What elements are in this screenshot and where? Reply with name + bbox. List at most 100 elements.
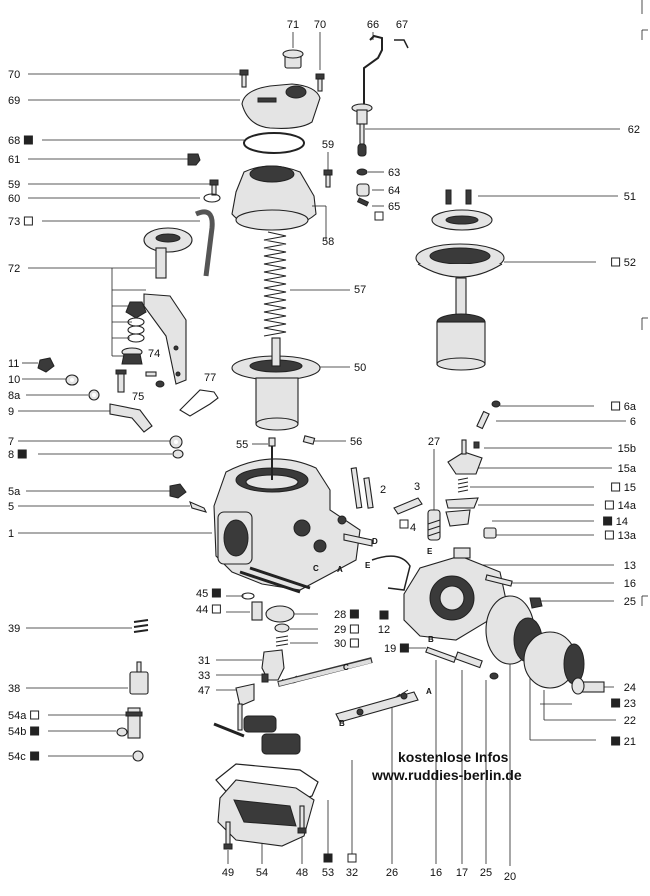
part-label-55: 55	[236, 439, 248, 451]
lever-3	[393, 497, 423, 515]
filled-square-marker	[17, 449, 27, 459]
part-label-69: 69	[8, 95, 20, 107]
throttle-housing-12	[403, 547, 507, 641]
part-label-45: 45	[196, 588, 208, 600]
leader-lines	[18, 32, 626, 757]
screws-48-49	[223, 805, 307, 850]
part-label-75: 75	[132, 391, 144, 403]
screw-59	[209, 169, 333, 196]
filled-square-marker	[379, 610, 389, 620]
washer-7	[169, 435, 183, 449]
fuel-pipe-32	[277, 657, 373, 687]
part-label-54a: 54a	[8, 710, 27, 722]
part-label-64: 64	[388, 185, 400, 197]
filled-square-marker	[30, 751, 40, 761]
part-label-22: 22	[624, 715, 636, 727]
part-label-38: 38	[8, 683, 20, 695]
screw-33	[261, 673, 269, 683]
part-label-5a: 5a	[8, 486, 21, 498]
part-label-56: 56	[350, 436, 362, 448]
part-label-49: 49	[222, 867, 234, 879]
diaphragm-unit-20	[485, 595, 585, 689]
part-label-47: 47	[198, 685, 210, 697]
part-label-12: 12	[378, 624, 390, 636]
part-label-8: 8	[8, 449, 14, 461]
part-13a	[483, 527, 497, 539]
washer-8	[172, 449, 184, 459]
part-label-57: 57	[354, 284, 366, 296]
screw-56	[302, 435, 316, 445]
open-square-marker	[611, 401, 621, 411]
part-label-31: 31	[198, 655, 210, 667]
part-label-13a: 13a	[618, 530, 637, 542]
open-square-marker	[211, 604, 221, 614]
part-label-72: 72	[8, 263, 20, 275]
part-label-50: 50	[354, 362, 366, 374]
carburetor-body-1	[213, 458, 361, 594]
upper-housing-58	[231, 165, 327, 240]
connection-letter: A	[337, 565, 343, 574]
damper-rod-62	[351, 34, 409, 157]
link-77	[179, 389, 219, 417]
part-label-48: 48	[296, 867, 308, 879]
part-4	[399, 519, 409, 529]
watermark-line2: www.ruddies-berlin.de	[372, 767, 522, 783]
connection-letter: B	[428, 635, 434, 644]
filled-square-marker	[611, 736, 621, 746]
filled-square-marker	[30, 726, 40, 736]
lever-9	[109, 403, 153, 433]
vacuum-unit-72	[143, 209, 215, 279]
part-label-17: 17	[456, 867, 468, 879]
watermark-line1: kostenlose Infos	[398, 749, 509, 765]
part-label-1: 1	[8, 528, 14, 540]
part-label-52: 52	[624, 257, 636, 269]
screw-61	[187, 153, 201, 166]
part-label-62: 62	[628, 124, 640, 136]
part-label-53: 53	[322, 867, 334, 879]
part-label-65: 65	[388, 201, 400, 213]
part-label-3: 3	[414, 481, 420, 493]
pin-6	[476, 410, 490, 430]
open-square-marker	[30, 710, 40, 720]
connection-letter: B	[339, 719, 345, 728]
part-label-15a: 15a	[618, 463, 637, 475]
part-label-54c: 54c	[8, 751, 26, 763]
part-label-14a: 14a	[618, 500, 637, 512]
part-label-25r: 25	[624, 596, 636, 608]
spring-39	[133, 619, 149, 633]
part-label-28: 28	[334, 609, 346, 621]
nut-5a	[169, 483, 187, 499]
washer-10	[65, 374, 79, 386]
filled-square-marker	[23, 135, 33, 145]
part-label-14: 14	[616, 516, 628, 528]
part-label-70t: 70	[314, 19, 326, 31]
piston-right	[436, 277, 486, 371]
filled-square-marker	[399, 643, 409, 653]
piston-50	[231, 337, 321, 431]
screw-5	[189, 501, 208, 513]
spring-27	[427, 509, 441, 541]
part-label-59: 59	[8, 179, 20, 191]
open-square-marker	[611, 482, 621, 492]
part-label-19: 19	[384, 643, 396, 655]
part-label-7: 7	[8, 436, 14, 448]
part-label-6: 6	[630, 416, 636, 428]
part-29-30	[274, 623, 290, 647]
part-label-5: 5	[8, 501, 14, 513]
top-cover-69	[241, 83, 321, 129]
filled-square-marker	[603, 516, 613, 526]
part-label-63: 63	[388, 167, 400, 179]
filled-square-marker	[323, 853, 333, 863]
part-label-68: 68	[8, 135, 20, 147]
screw-16-right	[484, 574, 513, 587]
cover-plug-71	[282, 49, 304, 69]
part-38	[129, 661, 149, 695]
float-bowl-54	[217, 779, 315, 847]
o-ring-68	[243, 132, 305, 154]
screw-74-75	[115, 369, 165, 393]
part-label-74: 74	[148, 348, 160, 360]
float	[213, 715, 301, 755]
